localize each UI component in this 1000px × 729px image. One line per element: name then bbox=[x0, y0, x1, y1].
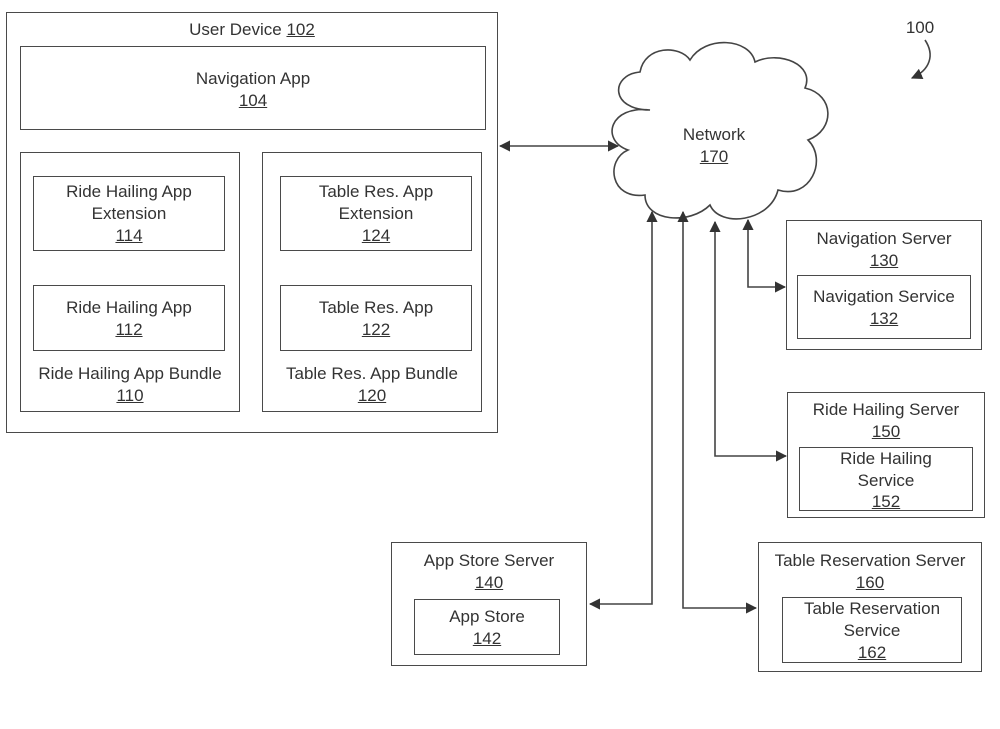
network-ref: 170 bbox=[699, 147, 729, 166]
table-service-name-line1: Table Reservation bbox=[803, 599, 941, 618]
ride-ext-name-line2: Extension bbox=[91, 204, 167, 223]
ride-ext-ref: 114 bbox=[115, 226, 143, 245]
table-ext-ref: 124 bbox=[361, 226, 391, 245]
nav-service-ref: 132 bbox=[869, 309, 899, 328]
table-service-name-line2: Service bbox=[843, 621, 901, 640]
user-device-name: User Device bbox=[189, 20, 282, 39]
ride-service-ref: 152 bbox=[871, 492, 901, 511]
table-ext-name-line2: Extension bbox=[338, 204, 414, 223]
navigation-app-ref: 104 bbox=[238, 91, 268, 110]
connector-network-appstore bbox=[588, 210, 658, 610]
table-server-name: Table Reservation Server bbox=[774, 551, 966, 570]
connector-network-rideserver bbox=[709, 220, 788, 462]
table-app-name: Table Res. App bbox=[318, 298, 434, 317]
ride-service-name-line2: Service bbox=[857, 471, 915, 490]
figure-ref: 100 bbox=[905, 18, 935, 37]
appstore-server-ref: 140 bbox=[474, 573, 504, 592]
connector-network-tableserver bbox=[677, 210, 758, 614]
ride-ext-box bbox=[33, 176, 225, 251]
ride-service-name-line1: Ride Hailing bbox=[840, 449, 932, 468]
appstore-name: App Store bbox=[449, 607, 525, 626]
network-cloud-shape bbox=[611, 41, 829, 220]
figure-ref-arrow bbox=[910, 39, 931, 80]
ride-app-name: Ride Hailing App bbox=[66, 298, 192, 317]
ride-server-ref: 150 bbox=[871, 422, 901, 441]
ride-bundle-name: Ride Hailing App Bundle bbox=[38, 364, 222, 383]
navigation-app-name: Navigation App bbox=[195, 69, 311, 88]
table-service-box bbox=[782, 597, 962, 663]
nav-service-box bbox=[797, 275, 971, 339]
appstore-box bbox=[414, 599, 560, 655]
ride-bundle-ref: 110 bbox=[116, 386, 144, 405]
ride-app-box bbox=[33, 285, 225, 351]
table-app-box bbox=[280, 285, 472, 351]
ride-app-ref: 112 bbox=[115, 320, 143, 339]
nav-service-name: Navigation Service bbox=[813, 287, 955, 306]
table-ext-name-line1: Table Res. App bbox=[318, 182, 434, 201]
table-service-ref: 162 bbox=[857, 643, 887, 662]
navigation-app-box bbox=[20, 46, 486, 130]
appstore-server-name: App Store Server bbox=[423, 551, 555, 570]
user-device-ref: 102 bbox=[286, 20, 315, 39]
nav-server-name: Navigation Server bbox=[816, 229, 952, 248]
ride-server-name: Ride Hailing Server bbox=[812, 400, 960, 419]
table-ext-box bbox=[280, 176, 472, 251]
table-server-ref: 160 bbox=[855, 573, 885, 592]
table-bundle-name: Table Res. App Bundle bbox=[285, 364, 458, 383]
network-name: Network bbox=[682, 125, 746, 144]
nav-server-ref: 130 bbox=[869, 251, 899, 270]
user-device-label: User Device 102 bbox=[6, 19, 498, 40]
table-bundle-ref: 120 bbox=[357, 386, 387, 405]
ride-ext-name-line1: Ride Hailing App bbox=[66, 182, 192, 201]
table-app-ref: 122 bbox=[361, 320, 391, 339]
appstore-ref: 142 bbox=[472, 629, 502, 648]
ride-service-box bbox=[799, 447, 973, 511]
connector-network-navserver bbox=[742, 218, 787, 293]
